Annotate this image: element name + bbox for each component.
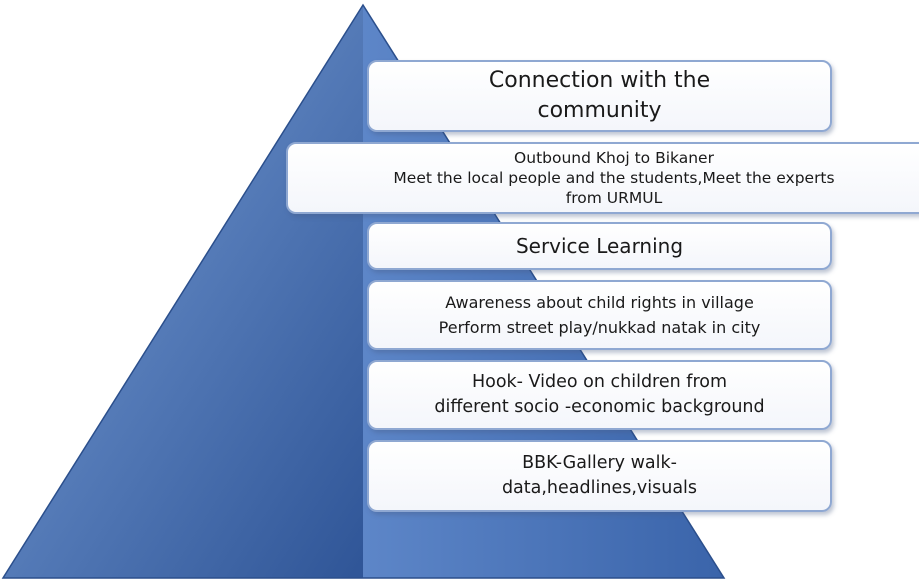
layer-text-line: community	[537, 98, 662, 123]
layer-text-line: Service Learning	[515, 234, 684, 258]
layer-awareness: Awareness about child rights in village …	[367, 280, 832, 350]
layer-text-line: data,headlines,visuals	[501, 478, 698, 498]
layer-gallery-walk: BBK-Gallery walk- data,headlines,visuals	[367, 440, 832, 512]
layer-text-line: BBK-Gallery walk-	[522, 453, 677, 473]
layer-outbound-khoj: Outbound Khoj to Bikaner Meet the local …	[286, 142, 919, 214]
layer-connection-with-community: Connection with the community	[367, 60, 832, 132]
layer-text-line: Connection with the	[488, 68, 711, 93]
layer-text-line: Awareness about child rights in village	[445, 293, 754, 312]
layer-text-line: different socio -economic background	[434, 397, 765, 417]
layer-service-learning: Service Learning	[367, 222, 832, 270]
layer-text-line: Meet the local people and the students,M…	[393, 169, 835, 187]
layer-text-line: Hook- Video on children from	[471, 372, 728, 392]
layer-text-line: from URMUL	[565, 189, 663, 207]
layer-text-line: Outbound Khoj to Bikaner	[514, 149, 714, 167]
layer-hook-video: Hook- Video on children from different s…	[367, 360, 832, 430]
layer-text-line: Perform street play/nukkad natak in city	[438, 318, 761, 337]
